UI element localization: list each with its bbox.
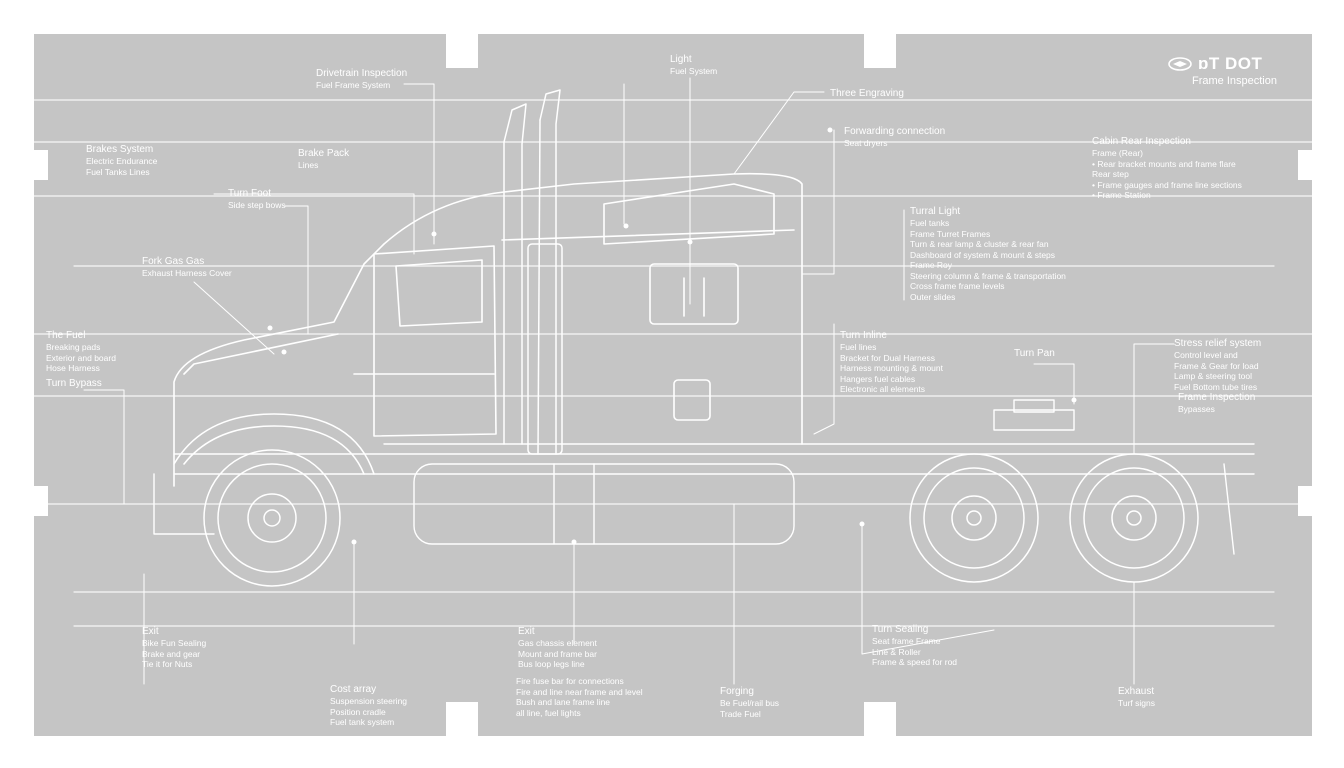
truck-cab [173,172,803,487]
callout-markers [267,127,1077,545]
label-turn-pan: Turn Pan [1014,348,1055,359]
truck-blueprint-drawing [34,77,1312,685]
hood-fender [173,413,375,475]
registration-tab-bottom-left [446,702,478,736]
label-turn-bypass: Turn Bypass [46,378,102,389]
registration-tab-left-upper [34,150,48,180]
brand-subtitle: Frame Inspection [1192,75,1277,87]
registration-tab-right-upper [1298,150,1312,180]
registration-tab-bottom-right [864,702,896,736]
brand-name: ɒT DOT [1198,54,1263,73]
registration-tab-left-lower [34,486,48,516]
brand-block: ɒT DOT Frame Inspection [1168,54,1277,87]
exhaust-stacks [503,89,563,455]
blueprint-sheet: ɒT DOT Frame Inspection Drivetrain Inspe… [34,34,1312,736]
chassis-frame [153,399,1255,555]
guide-lines [34,99,1312,627]
truck-logo-icon [1168,57,1192,71]
registration-tab-top-right [864,34,896,68]
registration-tab-right-lower [1298,486,1312,516]
front-wheel [203,449,341,587]
rear-wheel-1 [909,453,1039,583]
rear-wheel-2 [1069,453,1199,583]
registration-tab-top-left [446,34,478,68]
callout-leaders [83,77,1175,685]
label-three-engraving: Three Engraving [830,88,904,99]
